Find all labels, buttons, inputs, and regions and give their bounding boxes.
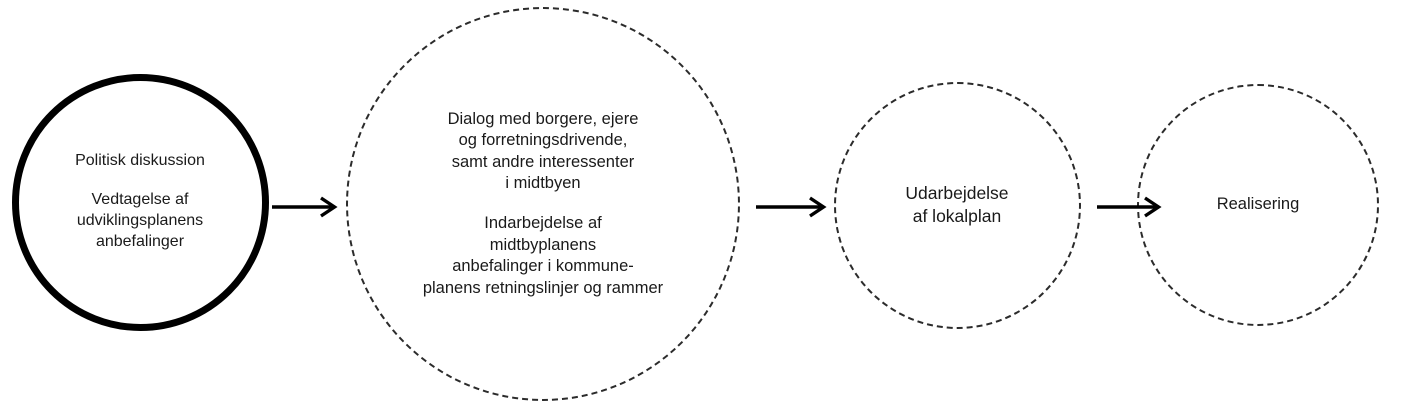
arrow-head bbox=[1144, 196, 1162, 218]
node-paragraph: Udarbejdelse af lokalplan bbox=[905, 183, 1009, 226]
node-paragraph: Politisk diskussion bbox=[75, 152, 205, 170]
node-paragraph: Realisering bbox=[1216, 195, 1300, 214]
arrow-head bbox=[320, 196, 338, 218]
node-paragraph: Indarbejdelse af midtbyplanens anbefalin… bbox=[422, 214, 664, 297]
process-node-udarbejdelse-af-lokalplan: Udarbejdelse af lokalplan bbox=[833, 81, 1081, 329]
node-paragraph: Dialog med borgere, ejere og forretnings… bbox=[447, 109, 639, 193]
process-node-label-udarbejdelse-af-lokalplan: Udarbejdelse af lokalplan bbox=[845, 182, 1069, 228]
node-paragraph: Vedtagelse af udviklingsplanens anbefali… bbox=[76, 191, 204, 250]
process-node-realisering: Realisering bbox=[1137, 84, 1379, 326]
arrow-head bbox=[809, 196, 827, 218]
arrow-step1-to-step2 bbox=[272, 195, 338, 219]
arrow-step2-to-step3 bbox=[756, 195, 827, 219]
process-node-label-realisering: Realisering bbox=[1149, 194, 1368, 215]
process-node-label-dialog-og-indarbejdelse: Dialog med borgere, ejere og forretnings… bbox=[364, 109, 723, 299]
arrow-step3-to-step4 bbox=[1097, 195, 1162, 219]
process-node-dialog-og-indarbejdelse: Dialog med borgere, ejere og forretnings… bbox=[346, 7, 740, 401]
